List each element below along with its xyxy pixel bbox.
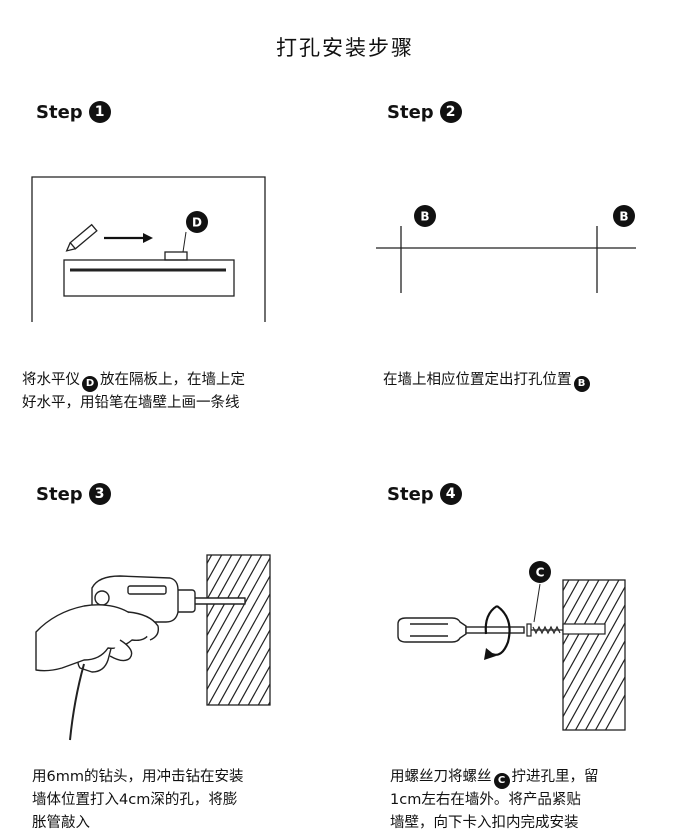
wall-hatching	[206, 554, 271, 706]
step-2-label: Step	[387, 101, 434, 123]
step-3-line-1: 用6mm的钻头，用冲击钻在安装	[32, 769, 244, 785]
callout-c: C	[529, 561, 551, 583]
svg-text:C: C	[536, 566, 545, 580]
step-4-line-3: 墙壁，向下卡入扣内完成安装	[390, 815, 579, 831]
callout-d: D	[186, 211, 208, 233]
step-1-line-2: 好水平，用铅笔在墙壁上画一条线	[22, 395, 240, 411]
step-2-number: 2	[439, 101, 462, 123]
step-4-number: 4	[439, 483, 462, 505]
rotate-icon	[484, 605, 511, 656]
step-3-number: 3	[88, 483, 111, 505]
callout-c-inline: C	[493, 772, 510, 789]
pencil-icon	[65, 223, 98, 252]
svg-text:D: D	[192, 216, 202, 230]
step-3-header: Step 3	[36, 483, 111, 505]
callout-b-left: B	[414, 205, 436, 227]
screw-icon	[526, 623, 563, 637]
step-2-header: Step 2	[387, 101, 462, 123]
callout-d-inline: D	[82, 375, 98, 392]
step-1-number: 1	[88, 101, 111, 123]
step-4-label: Step	[387, 483, 434, 505]
shelf-board	[63, 259, 235, 297]
callout-b-inline: B	[573, 375, 590, 392]
step-4-header: Step 4	[387, 483, 462, 505]
svg-text:B: B	[420, 210, 429, 224]
wall-outline	[31, 176, 266, 322]
spirit-level	[164, 251, 188, 261]
wall-hatching-4	[562, 579, 626, 731]
step-1-header: Step 1	[36, 101, 111, 123]
hand-icon	[35, 604, 160, 672]
drill-cable	[69, 663, 85, 741]
step-3-line-2: 墙体位置打入4cm深的孔，将膨	[32, 792, 238, 808]
step-3-line-3: 胀管敲入	[32, 815, 90, 831]
step-3-description: 用6mm的钻头，用冲击钻在安装 墙体位置打入4cm深的孔，将膨 胀管敲入	[32, 766, 292, 835]
svg-text:B: B	[619, 210, 628, 224]
callout-b-right: B	[613, 205, 635, 227]
step-3-label: Step	[36, 483, 83, 505]
screwdriver-icon	[397, 617, 525, 643]
page-title: 打孔安装步骤	[276, 36, 414, 60]
anchor-plug	[562, 623, 606, 635]
step-1-label: Step	[36, 101, 83, 123]
step-4-line-2: 1cm左右在墙外。将产品紧贴	[390, 792, 581, 808]
arrow-icon	[104, 233, 153, 243]
